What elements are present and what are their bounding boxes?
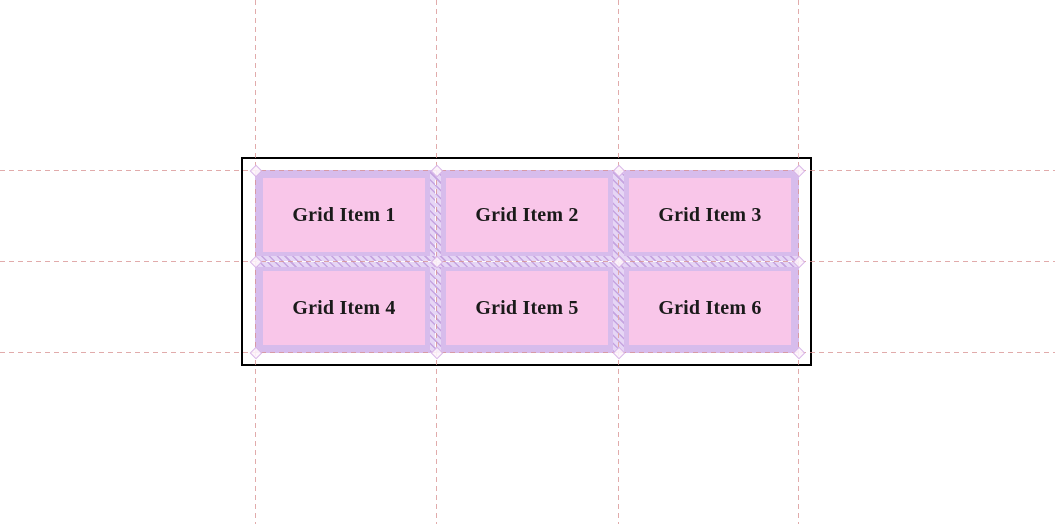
grid-item-label: Grid Item 4 <box>292 296 396 319</box>
grid-item-label: Grid Item 1 <box>292 203 396 226</box>
grid-item: Grid Item 1 <box>263 178 425 252</box>
grid-item: Grid Item 2 <box>446 178 608 252</box>
grid-item-label: Grid Item 6 <box>658 296 762 319</box>
grid-item: Grid Item 4 <box>263 271 425 345</box>
grid-item-label: Grid Item 5 <box>475 296 579 319</box>
gap-hatch-row-1 <box>256 256 798 267</box>
grid-item-label: Grid Item 2 <box>475 203 579 226</box>
grid-item: Grid Item 3 <box>629 178 791 252</box>
grid-item: Grid Item 6 <box>629 271 791 345</box>
grid-item: Grid Item 5 <box>446 271 608 345</box>
grid-highlight-overlay: Grid Item 1 Grid Item 2 Grid Item 3 Grid… <box>255 170 799 353</box>
grid-item-label: Grid Item 3 <box>658 203 762 226</box>
